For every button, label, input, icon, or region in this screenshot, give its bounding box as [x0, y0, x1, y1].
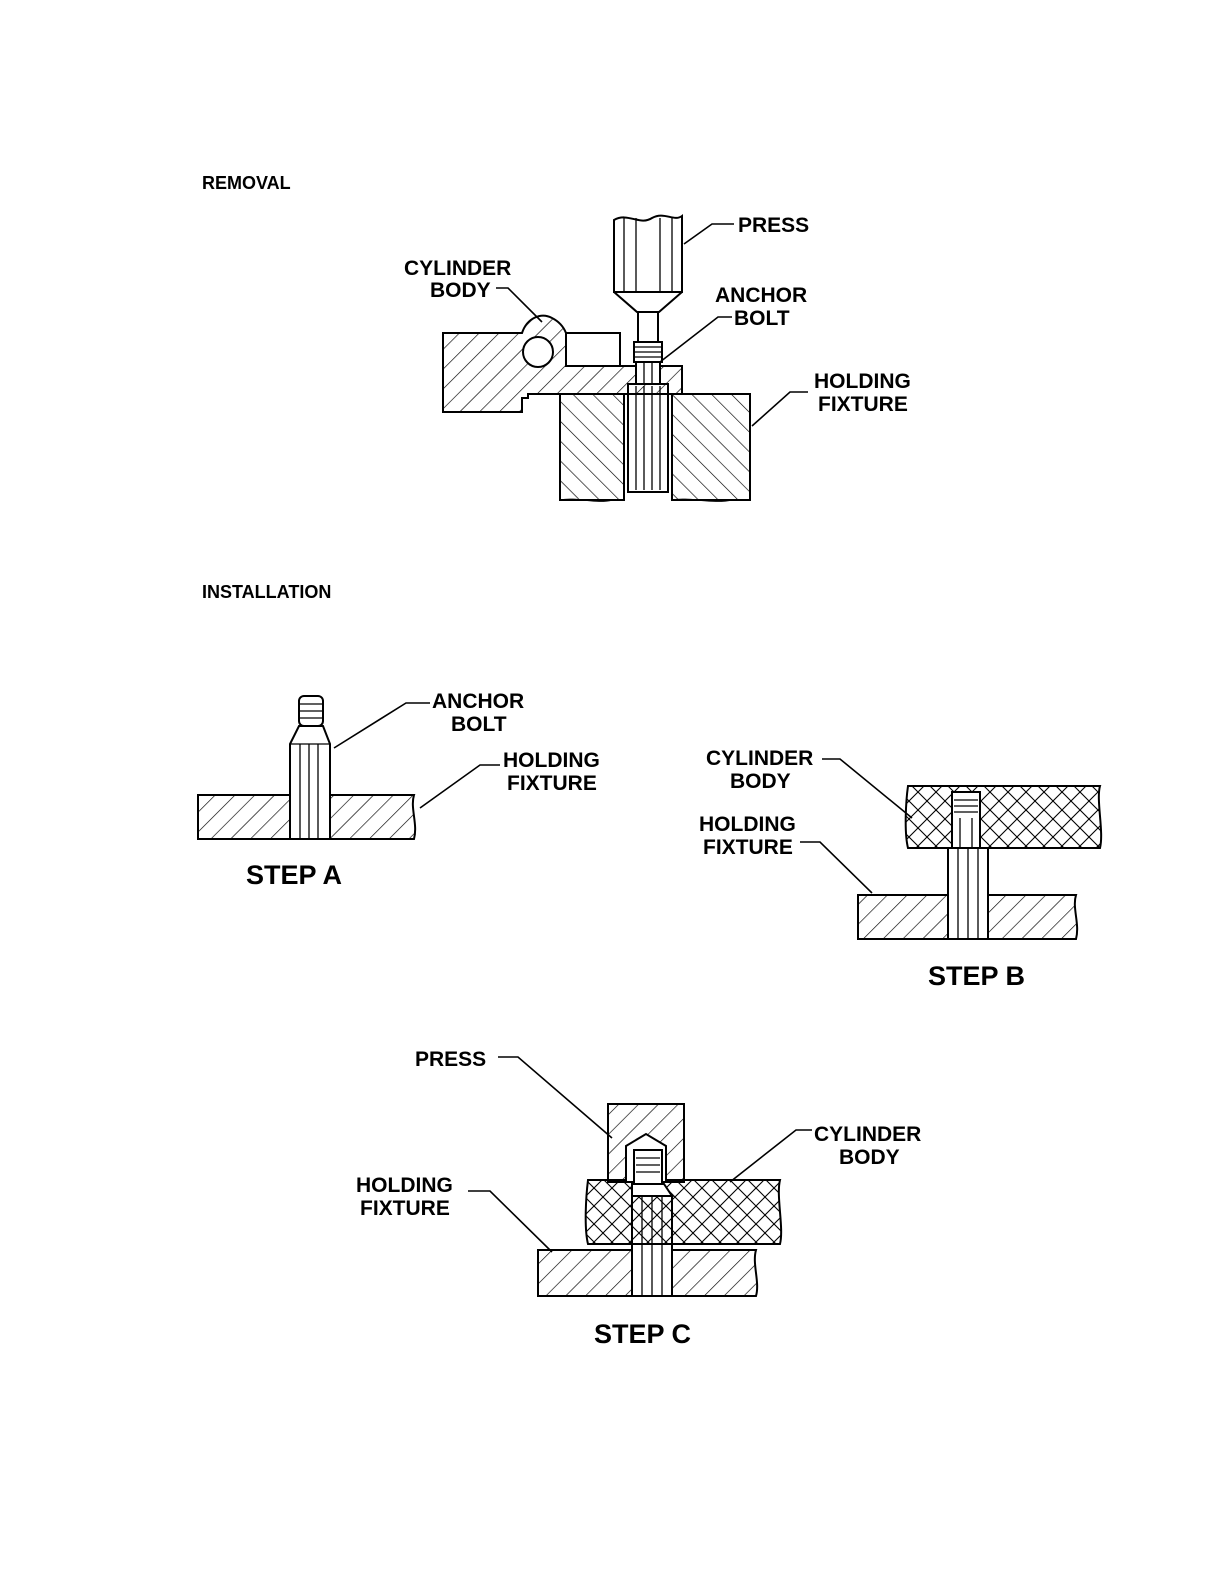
removal-anchor-bolt [628, 384, 668, 492]
step-c-cylinder-label-1: CYLINDER [814, 1123, 921, 1146]
removal-fixture-label-1: HOLDING [814, 370, 911, 393]
step-c-press [608, 1104, 684, 1196]
removal-cylinder-label-2: BODY [430, 279, 491, 302]
step-c-cylinder-label-2: BODY [839, 1146, 900, 1169]
step-a-fixture-label-2: FIXTURE [507, 772, 597, 795]
removal-anchor-leader [660, 317, 732, 362]
step-a-diagram: ANCHOR BOLT HOLDING FIXTURE STEP A [198, 690, 600, 890]
step-a-fixture-leader [420, 765, 500, 808]
removal-anchor-label-2: BOLT [734, 307, 790, 330]
removal-title: REMOVAL [202, 173, 291, 193]
step-b-cylinder-leader [822, 759, 912, 818]
step-c-cylinder-leader [730, 1130, 812, 1182]
step-c-title: STEP C [594, 1319, 691, 1349]
removal-press-leader [684, 224, 734, 244]
step-c-fixture-leader [468, 1191, 552, 1252]
step-b-cylinder-body [906, 786, 1101, 848]
step-a-anchor-label-2: BOLT [451, 713, 507, 736]
removal-press [614, 216, 682, 362]
step-b-cylinder-label-1: CYLINDER [706, 747, 813, 770]
step-a-title: STEP A [246, 860, 342, 890]
step-b-diagram: CYLINDER BODY HOLDING FIXTURE STEP B [699, 747, 1101, 991]
installation-title: INSTALLATION [202, 582, 331, 602]
removal-diagram: PRESS CYLINDER BODY ANCHOR BOLT HOLDING … [404, 214, 911, 501]
removal-anchor-label-1: ANCHOR [715, 284, 807, 307]
step-b-title: STEP B [928, 961, 1025, 991]
step-c-press-leader [498, 1057, 612, 1138]
step-c-cylinder-body [586, 1180, 781, 1244]
step-c-fixture-label-1: HOLDING [356, 1174, 453, 1197]
step-a-fixture-label-1: HOLDING [503, 749, 600, 772]
step-c-fixture-label-2: FIXTURE [360, 1197, 450, 1220]
step-a-anchor-leader [334, 703, 430, 748]
removal-cylinder-label-1: CYLINDER [404, 257, 511, 280]
step-a-anchor-label-1: ANCHOR [432, 690, 524, 713]
step-b-cylinder-label-2: BODY [730, 770, 791, 793]
step-b-fixture-label-2: FIXTURE [703, 836, 793, 859]
step-a-anchor-bolt [290, 696, 330, 839]
removal-press-label: PRESS [738, 214, 809, 237]
step-c-press-label: PRESS [415, 1048, 486, 1071]
removal-fixture-label-2: FIXTURE [818, 393, 908, 416]
step-c-diagram: PRESS CYLINDER BODY HOLDING FIXTURE STEP… [356, 1048, 921, 1349]
removal-fixture-leader [752, 392, 808, 426]
step-b-fixture-leader [800, 842, 872, 893]
step-b-holding-fixture [858, 848, 1077, 939]
step-b-fixture-label-1: HOLDING [699, 813, 796, 836]
